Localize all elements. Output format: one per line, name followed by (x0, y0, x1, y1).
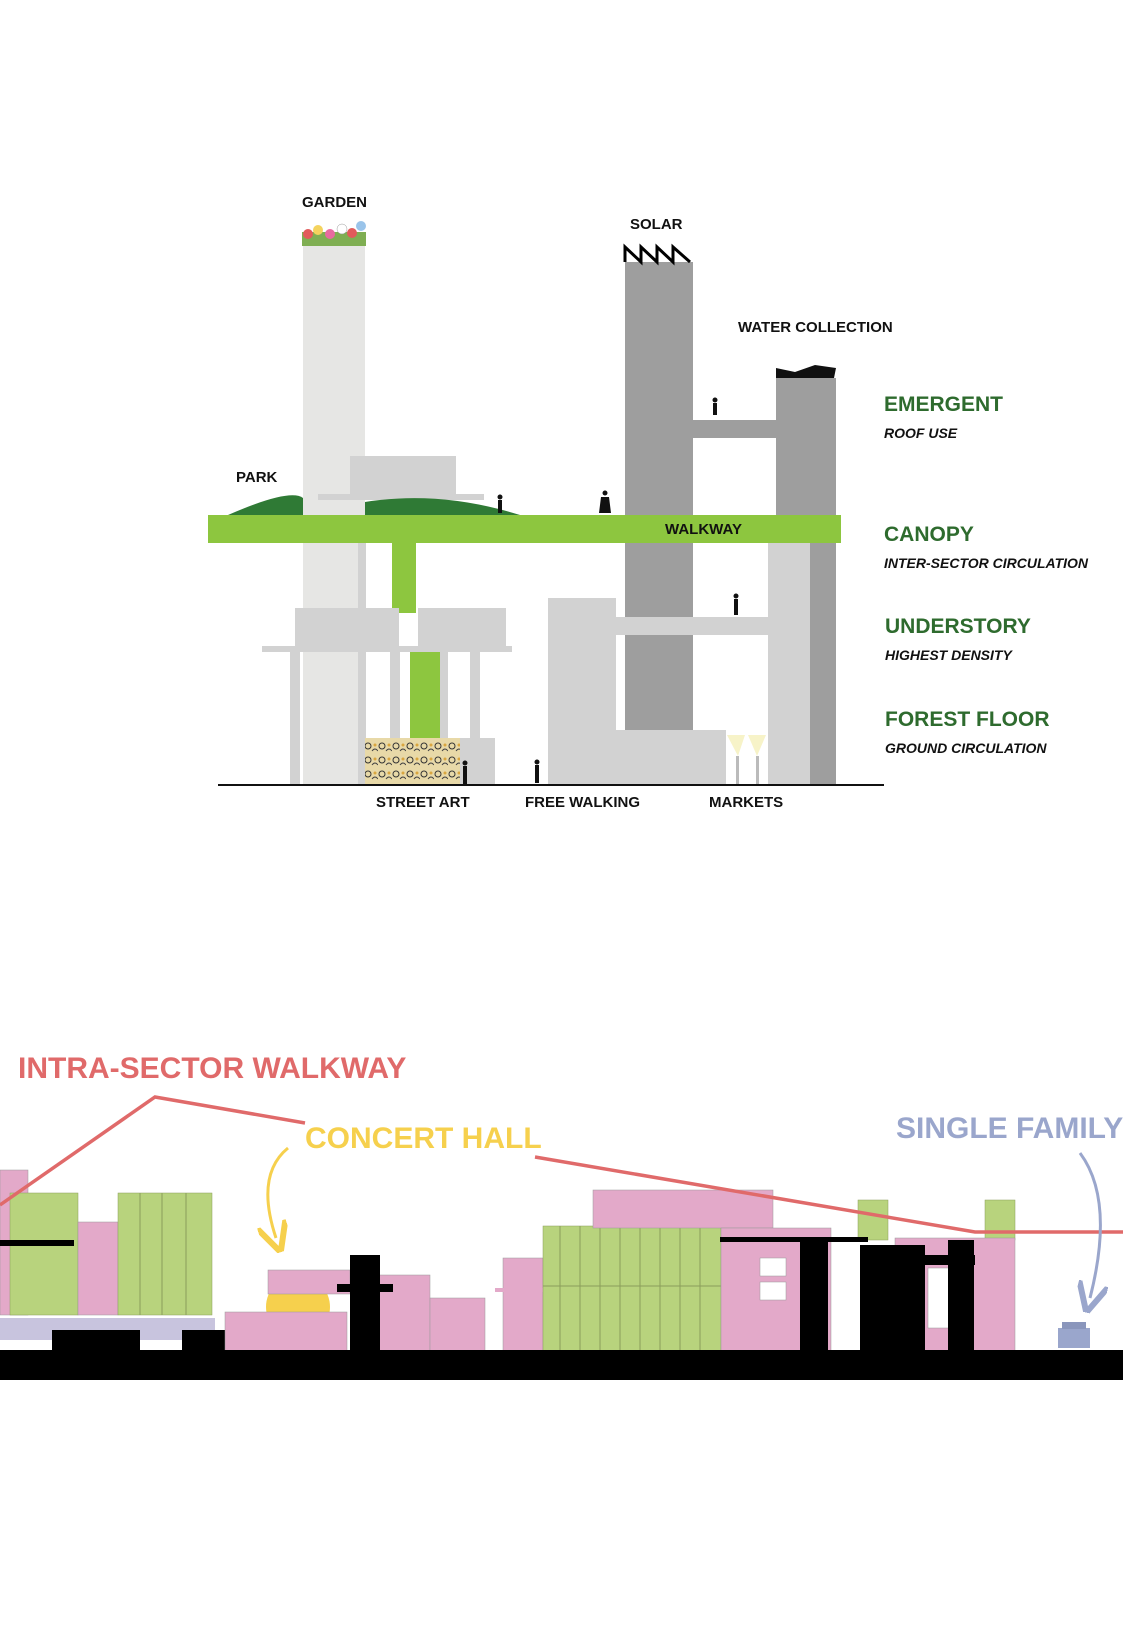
street-art-label: STREET ART (376, 794, 470, 811)
solar-tower (625, 262, 693, 732)
person-icon (712, 397, 718, 415)
solar-label: SOLAR (630, 216, 683, 233)
single-family-label: SINGLE FAMILY (896, 1112, 1123, 1145)
market-building (616, 730, 726, 785)
single-family-arrow-icon (1080, 1152, 1100, 1298)
layer-title-understory: UNDERSTORY (885, 615, 1031, 638)
understory-left-building (548, 598, 616, 785)
markets-label: MARKETS (709, 794, 783, 811)
understory-block-right (418, 608, 506, 648)
park-mound (228, 495, 303, 515)
layer-legend: EMERGENT ROOF USE CANOPY INTER-SECTOR CI… (884, 393, 1089, 756)
central-green-building (542, 1225, 722, 1353)
person-icon (599, 490, 611, 513)
intra-sector-walkway-line (0, 1095, 306, 1207)
street-art-wall (365, 738, 460, 785)
water-collection-roof-icon (776, 365, 836, 378)
central-green-small (857, 1199, 889, 1241)
person-icon (462, 760, 468, 784)
person-icon (733, 593, 739, 615)
water-collection-label: WATER COLLECTION (738, 319, 893, 336)
central-pink-base (502, 1257, 544, 1353)
section-diagram: GARDEN SOLAR WATER COLLECTION PARK WALKW… (208, 194, 1089, 811)
free-walking-label: FREE WALKING (525, 794, 640, 811)
upper-bridge (693, 420, 776, 438)
canopy-walkway (208, 515, 841, 543)
concert-hall-arrow-icon (268, 1146, 289, 1238)
understory-block-left (295, 608, 399, 648)
rooftop-garden-icon (302, 221, 366, 246)
layer-subtitle-emergent: ROOF USE (884, 425, 958, 441)
intra-sector-walkway-label: INTRA-SECTOR WALKWAY (18, 1052, 406, 1085)
green-core (392, 543, 416, 613)
right-black-tower (860, 1245, 925, 1352)
solar-panels-icon (623, 243, 691, 266)
park-label: PARK (236, 469, 278, 486)
walkway-line-right (534, 1155, 1123, 1234)
right-green-small (984, 1199, 1016, 1241)
concert-hall-label: CONCERT HALL (305, 1122, 542, 1155)
central-black-slab (720, 1237, 868, 1242)
person-icon (497, 494, 503, 513)
central-pink-top (592, 1189, 774, 1229)
single-family-house (1058, 1328, 1090, 1348)
elevation-diagram: INTRA-SECTOR WALKWAY CONCERT HALL SINGLE… (0, 1052, 1123, 1380)
layer-title-canopy: CANOPY (884, 523, 974, 546)
person-icon (534, 759, 540, 783)
left-green-building-2 (117, 1192, 213, 1316)
right-light-tower (768, 522, 810, 785)
garden-label: GARDEN (302, 194, 367, 211)
layer-title-emergent: EMERGENT (884, 393, 1003, 416)
market-lamps-icon (727, 735, 766, 785)
layer-subtitle-forest-floor: GROUND CIRCULATION (885, 740, 1047, 756)
layer-subtitle-canopy: INTER-SECTOR CIRCULATION (884, 555, 1089, 571)
upper-building (350, 456, 456, 496)
central-black-tower (800, 1237, 828, 1352)
ground-bar (0, 1350, 1123, 1380)
left-green-building (9, 1192, 79, 1316)
walkway-label: WALKWAY (665, 521, 742, 538)
layer-subtitle-understory: HIGHEST DENSITY (885, 647, 1013, 663)
people-silhouettes (462, 397, 739, 784)
concert-hall-tower (350, 1255, 380, 1352)
understory-bridge (616, 617, 768, 635)
layer-title-forest-floor: FOREST FLOOR (885, 708, 1050, 731)
